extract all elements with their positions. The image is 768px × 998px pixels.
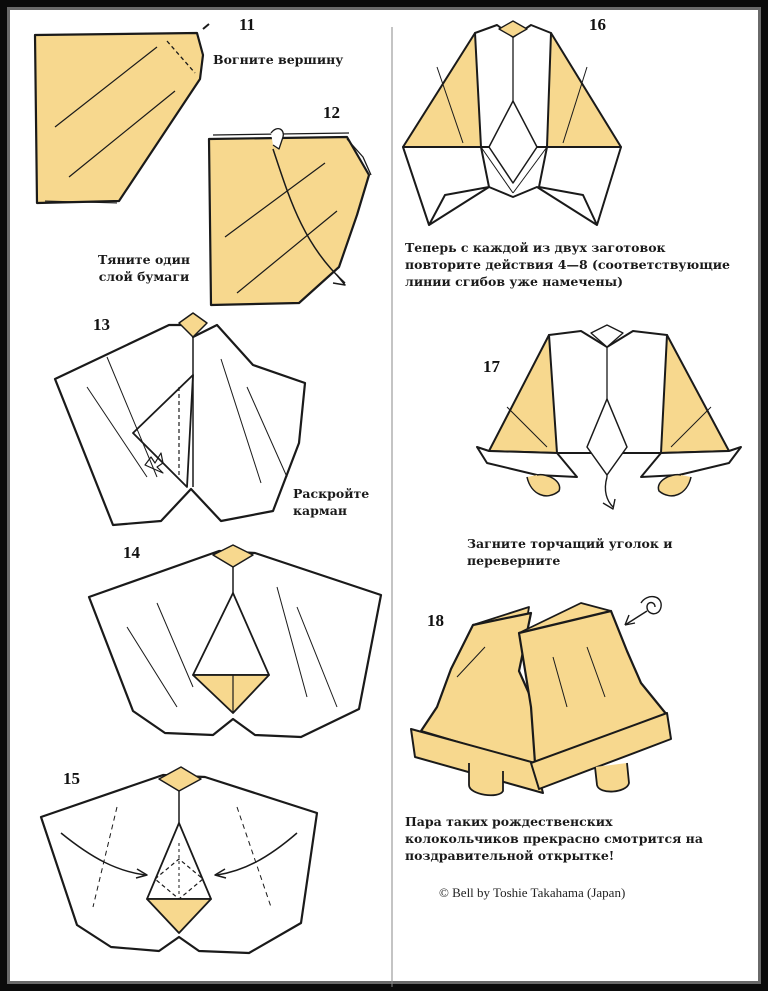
step-11-number: 11 bbox=[239, 15, 256, 34]
step-13-number: 13 bbox=[93, 315, 110, 334]
step-17-figure bbox=[476, 324, 742, 510]
step-11-figure bbox=[33, 23, 210, 205]
folding-diagrams bbox=[33, 20, 742, 987]
credit-line: © Bell by Toshie Takahama (Japan) bbox=[439, 885, 626, 900]
step-13-caption: Раскройте карман bbox=[293, 486, 370, 518]
step-13-figure bbox=[53, 312, 307, 527]
step-12-caption: Тяните один слой бумаги bbox=[97, 252, 191, 284]
step-18-caption: Пара таких рождественских колокольчиков … bbox=[405, 814, 703, 863]
step-12-figure bbox=[207, 128, 372, 307]
step-16-number: 16 bbox=[589, 15, 606, 34]
step-16-figure bbox=[402, 20, 622, 226]
step-14-number: 14 bbox=[123, 543, 140, 562]
step-18-number: 18 bbox=[427, 611, 444, 630]
step-17-number: 17 bbox=[483, 357, 500, 376]
step-17-caption: Загните торчащий уголок и переверните bbox=[467, 536, 673, 568]
step-16-caption: Теперь с каждой из двух заготовок повтор… bbox=[405, 240, 730, 289]
step-12-number: 12 bbox=[323, 103, 340, 122]
step-18-figure bbox=[410, 596, 672, 797]
step-15-number: 15 bbox=[63, 769, 80, 788]
step-11-caption: Вогните вершину bbox=[213, 52, 344, 67]
step-15-figure bbox=[39, 766, 319, 955]
step-14-figure bbox=[87, 544, 383, 739]
